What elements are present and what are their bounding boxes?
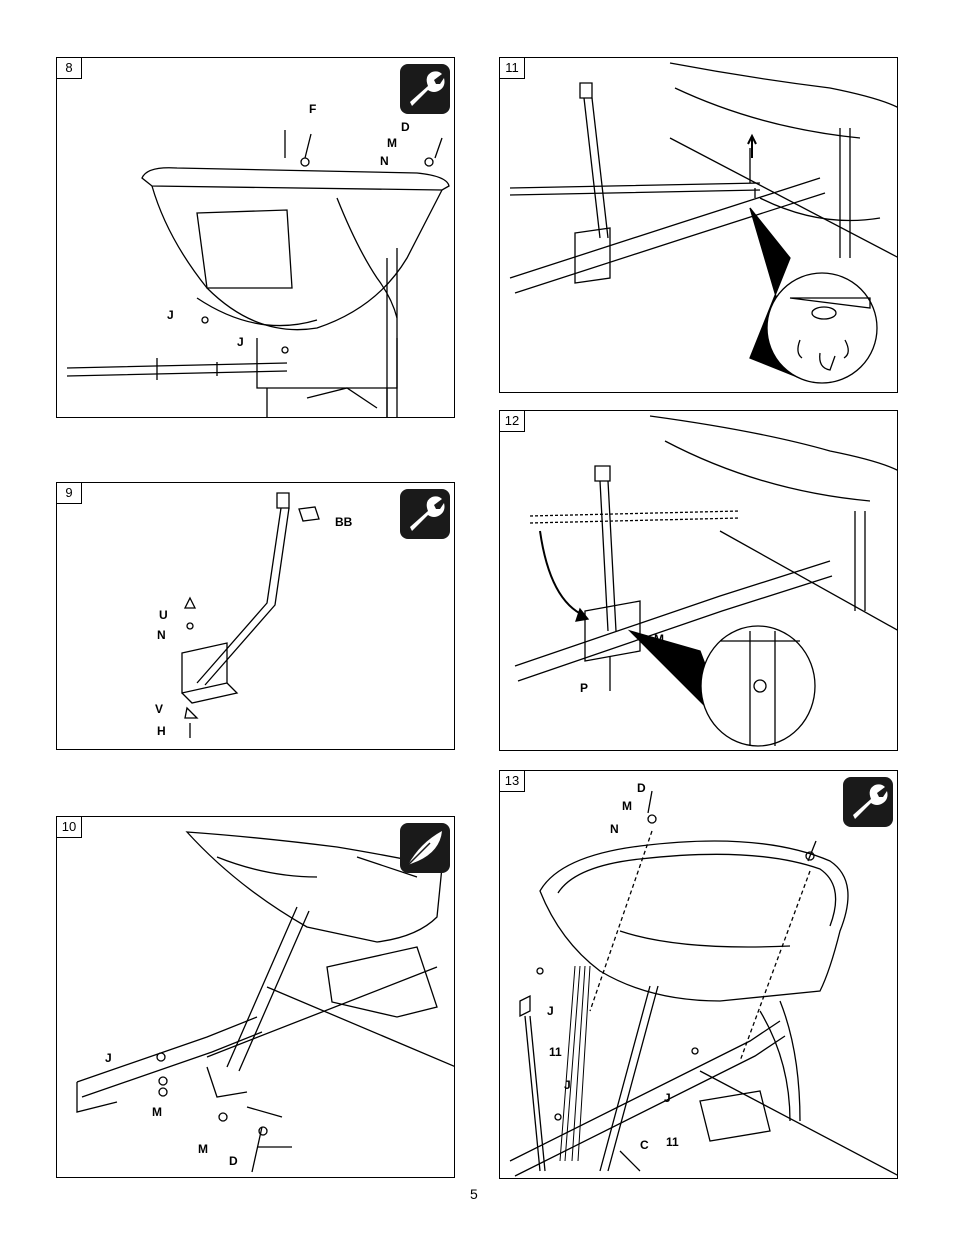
- wrench-icon: [400, 489, 450, 539]
- hopper-support-drawing: [509, 790, 897, 1177]
- step-number: 13: [500, 771, 525, 792]
- label-D: D: [229, 1154, 238, 1168]
- label-M: M: [387, 136, 397, 150]
- label-M-left: M: [152, 1105, 162, 1119]
- page-number: 5: [470, 1186, 478, 1202]
- step-number: 8: [57, 58, 82, 79]
- handle-lowered-drawing: [514, 415, 897, 747]
- handle-pin-drawing: [509, 62, 897, 384]
- label-N: N: [610, 822, 619, 836]
- step-number: 12: [500, 411, 525, 432]
- step-number: 10: [57, 817, 82, 838]
- label-11-right: 11: [666, 1135, 679, 1149]
- wrench-icon: [400, 64, 450, 114]
- step-8-panel: 8 F D M N J J: [56, 57, 455, 418]
- label-M: M: [654, 632, 664, 646]
- feather-icon: [400, 823, 450, 873]
- label-BB: BB: [335, 515, 353, 529]
- label-J-lower: J: [237, 335, 244, 349]
- step-9-panel: 9 BB U N V H: [56, 482, 455, 750]
- label-J-right: J: [664, 1091, 671, 1105]
- label-M: M: [622, 799, 632, 813]
- step-number: 9: [57, 483, 82, 504]
- step-13-panel: 13 D M N J 11 J J C 11: [499, 770, 898, 1179]
- step-11-panel: 11: [499, 57, 898, 393]
- label-V: V: [155, 702, 164, 716]
- step-number: 11: [500, 58, 525, 79]
- spreader-frame-drawing: [76, 831, 454, 1173]
- label-C: C: [640, 1138, 649, 1152]
- step-12-panel: 12 M P: [499, 410, 898, 751]
- label-J-upper: J: [167, 308, 174, 322]
- spreader-hopper-drawing: [66, 130, 450, 417]
- label-N: N: [380, 154, 389, 168]
- label-J-middle: J: [564, 1078, 571, 1092]
- label-J: J: [105, 1051, 112, 1065]
- label-J-top: J: [547, 1004, 554, 1018]
- label-D: D: [637, 781, 646, 795]
- label-F: F: [309, 102, 317, 116]
- handle-bracket-drawing: [181, 492, 320, 738]
- label-D: D: [401, 120, 410, 134]
- label-M-bottom: M: [198, 1142, 208, 1156]
- step-10-panel: 10 J M M D: [56, 816, 455, 1178]
- label-N: N: [157, 628, 166, 642]
- label-11-left: 11: [549, 1045, 562, 1059]
- label-H: H: [157, 724, 166, 738]
- wrench-icon: [843, 777, 893, 827]
- label-P: P: [580, 681, 589, 695]
- label-U: U: [159, 608, 168, 622]
